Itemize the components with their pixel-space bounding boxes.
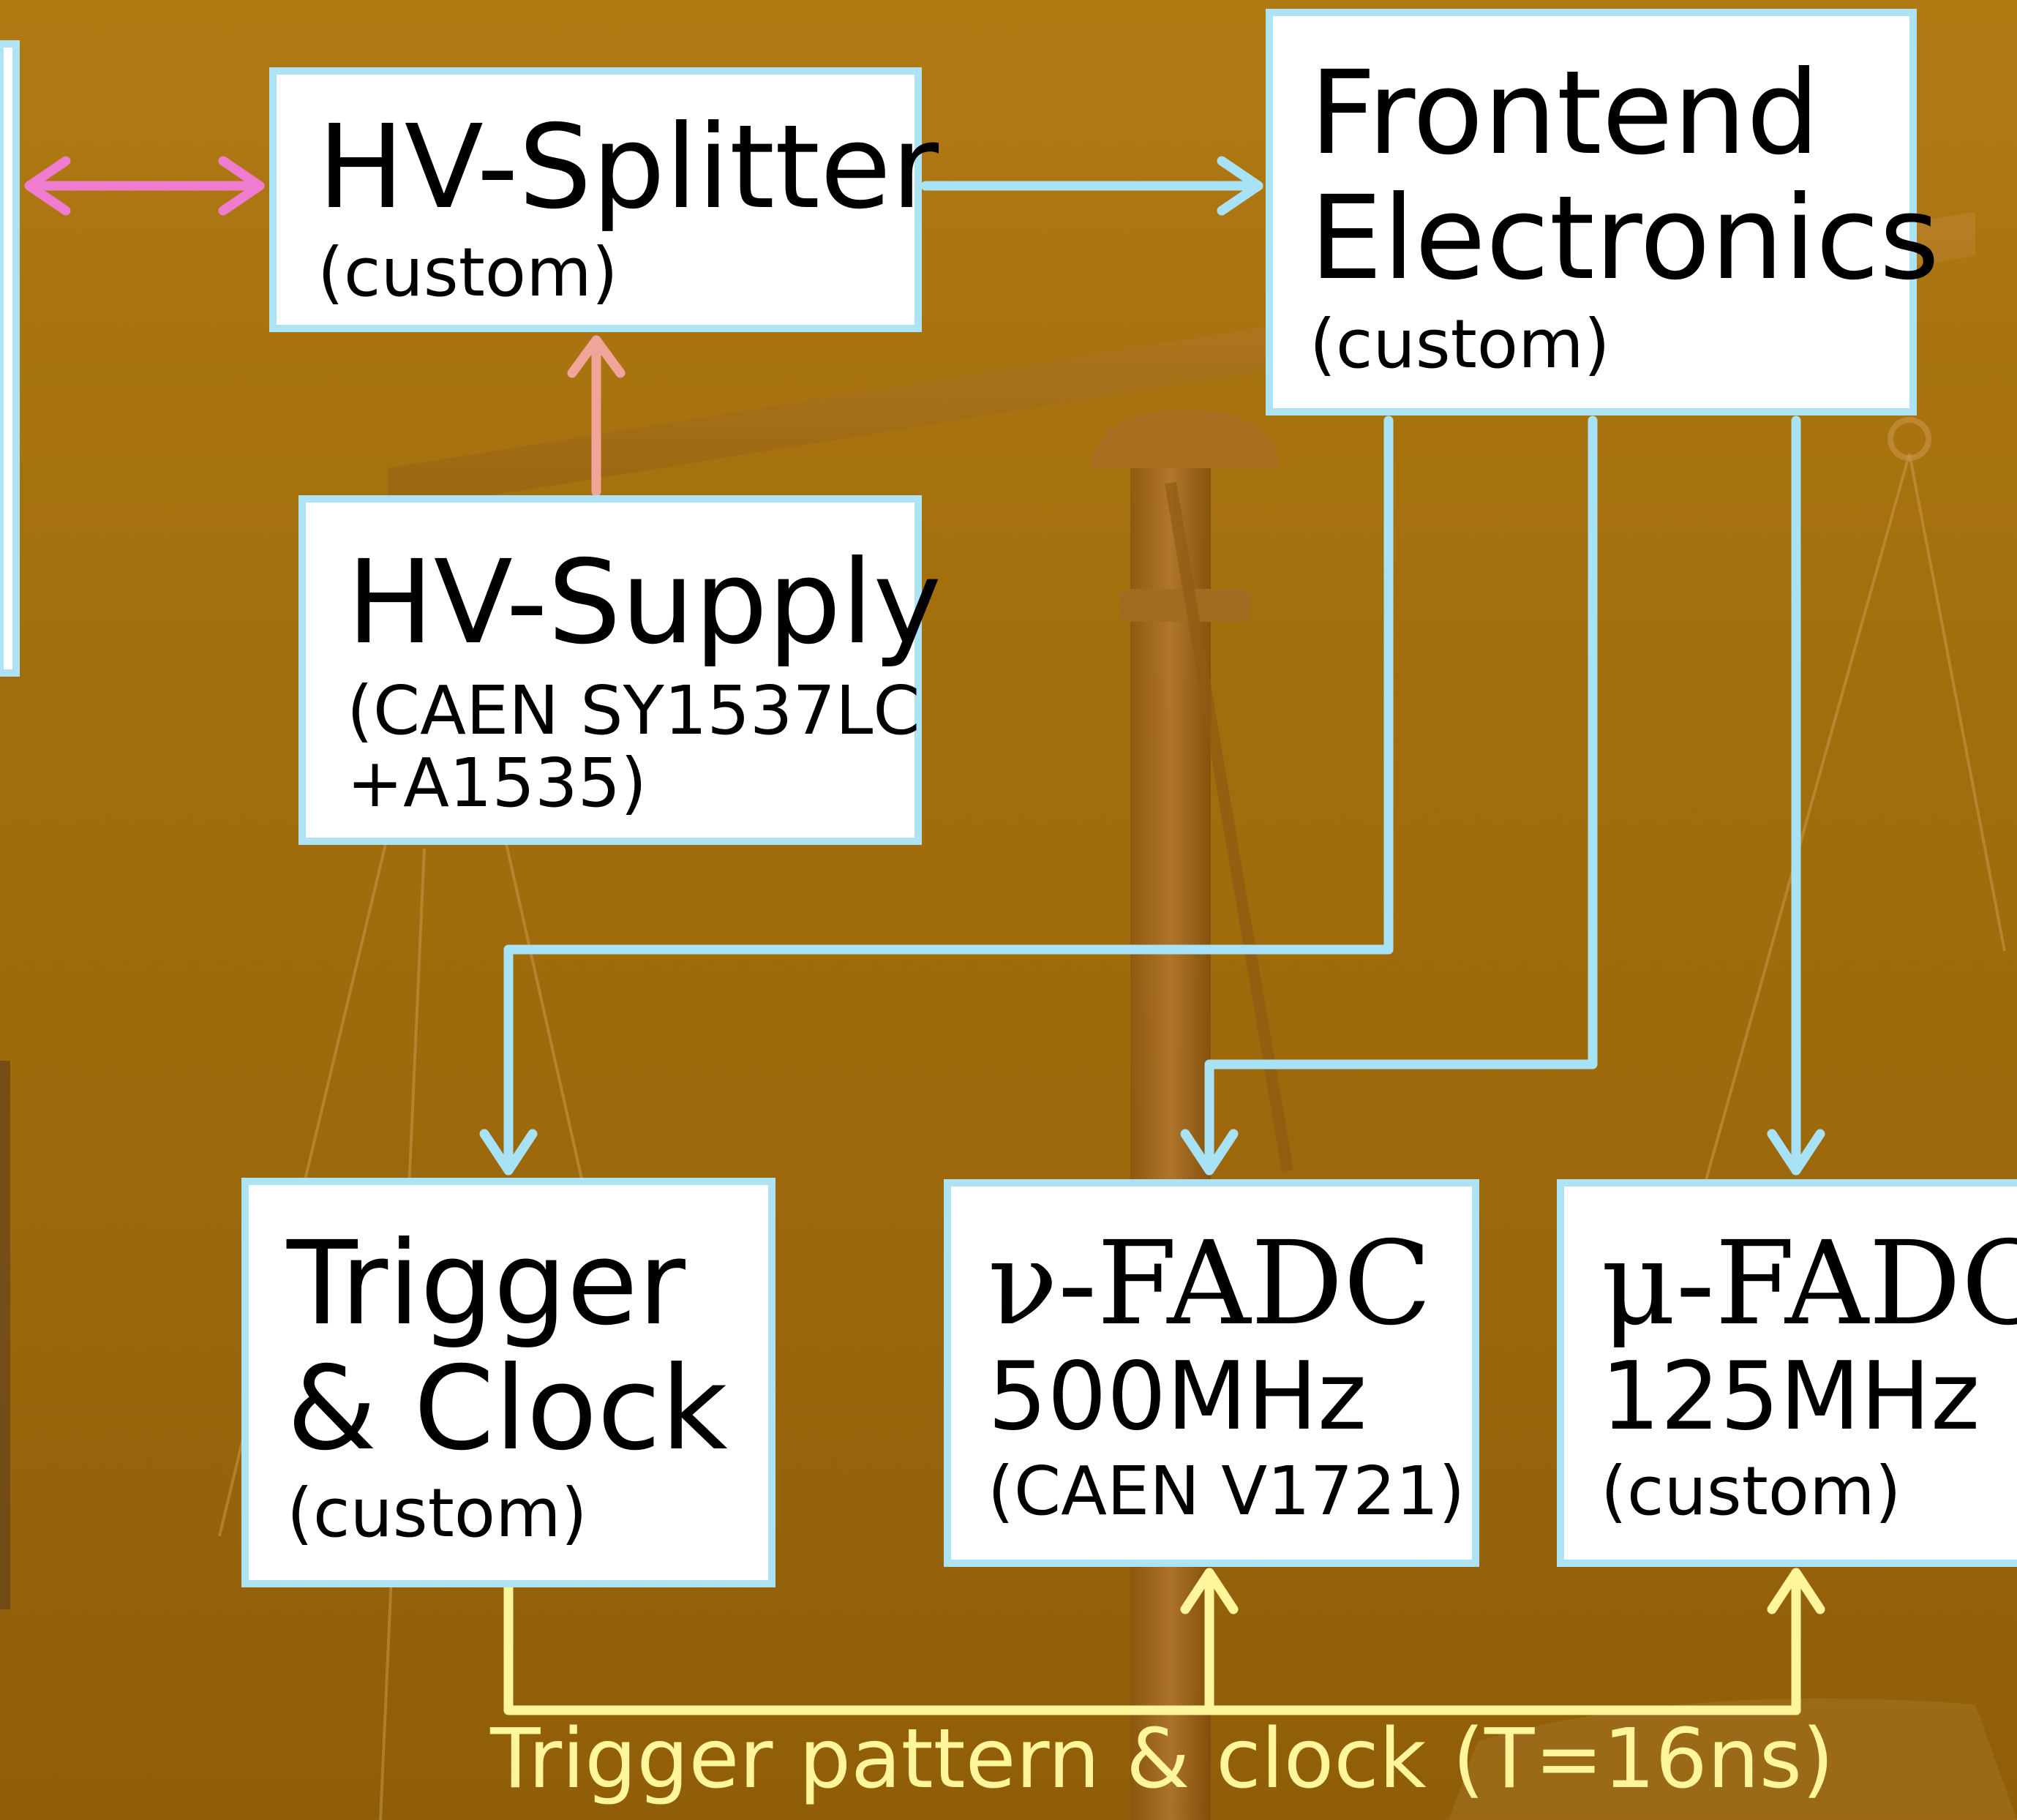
trigger-clock-title-line2: & Clock [287,1341,728,1476]
trigger-clock-subtitle: (custom) [287,1474,587,1553]
hv-splitter-node: HV-Splitter (custom) [269,67,939,332]
nu-fadc-model: (CAEN V1721) [988,1451,1465,1530]
frontend-to-nu-fadc-arrow [1180,415,1598,1176]
mu-fadc-subtitle: (custom) [1601,1451,1901,1530]
nu-fadc-node: ν-FADC 500MHz (CAEN V1721) [944,1179,1479,1567]
splitter-to-frontend-arrow [920,156,1263,216]
mu-fadc-title: μ-FADC [1601,1217,2017,1351]
trigger-clock-bus [503,1560,1825,1715]
frontend-to-mu-fadc-arrow [1767,415,1825,1176]
hv-splitter-title: HV-Splitter [318,100,939,235]
mu-fadc-node: μ-FADC 125MHz (custom) [1557,1179,2017,1567]
supply-to-splitter-arrow [567,335,626,497]
nu-fadc-title: ν-FADC [988,1217,1432,1351]
hv-supply-node: HV-Supply (CAEN SY1537LC +A1535) [298,495,942,845]
trigger-clock-node: Trigger & Clock (custom) [241,1178,775,1587]
hv-supply-model-line2: +A1535) [347,743,647,822]
frontend-subtitle: (custom) [1310,305,1610,384]
mu-fadc-rate: 125MHz [1601,1342,1980,1451]
frontend-electronics-node: Frontend Electronics (custom) [1266,9,1940,415]
hv-supply-model-line1: (CAEN SY1537LC [347,671,920,750]
nu-fadc-rate: 500MHz [988,1342,1367,1451]
frontend-title-line2: Electronics [1310,170,1940,306]
hv-supply-title: HV-Supply [347,535,942,670]
bidirectional-link-arrow [24,156,265,216]
offscreen-left-box [0,40,20,1609]
trigger-bus-label: Trigger pattern & clock (T=16ns) [490,1712,1834,1807]
hv-splitter-subtitle: (custom) [318,233,618,312]
frontend-title-line1: Frontend [1310,46,1820,181]
trigger-clock-title-line1: Trigger [287,1217,686,1351]
frontend-to-trigger-arrow [479,415,1394,1176]
